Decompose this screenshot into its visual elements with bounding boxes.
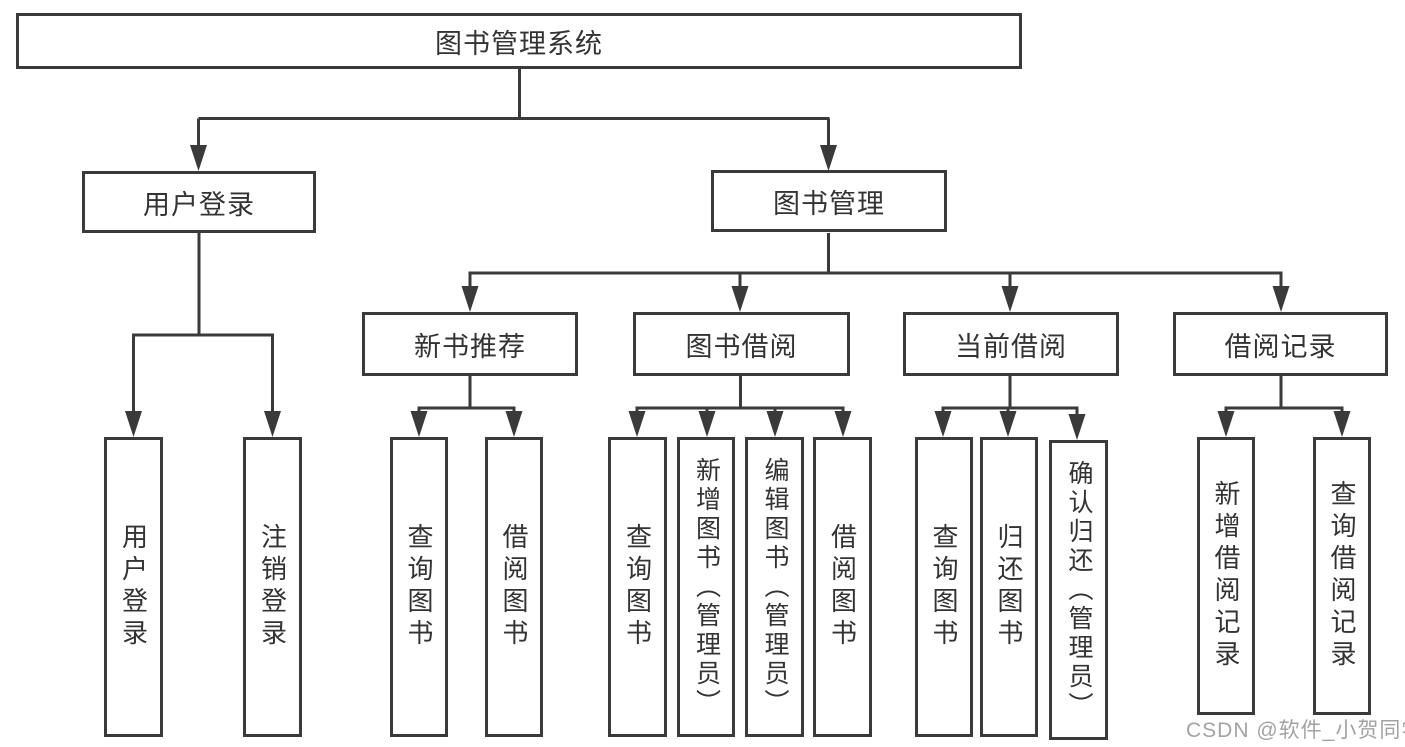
- node-new-book-recommend-label: 新书推荐: [414, 331, 526, 362]
- node-new-book-recommend: 新书推荐: [362, 312, 578, 376]
- csdn-watermark: CSDN @软件_小贺同学: [1186, 719, 1405, 742]
- leaf-return-book-label: 归还图书: [994, 523, 1024, 651]
- leaf-confirm-return-admin-label: 确认归还（管理员）: [1065, 459, 1093, 721]
- leaf-borrow-book-1-label: 借阅图书: [499, 523, 529, 651]
- leaf-query-borrow-record-label: 查询借阅记录: [1327, 480, 1357, 672]
- leaf-user-login-label: 用户登录: [118, 523, 149, 651]
- leaf-user-login: 用户登录: [104, 437, 163, 737]
- leaf-logout-login: 注销登录: [243, 437, 302, 737]
- leaf-return-book: 归还图书: [980, 437, 1038, 737]
- node-current-borrow-label: 当前借阅: [955, 331, 1067, 362]
- leaf-query-book-2: 查询图书: [608, 437, 667, 737]
- leaf-query-book-3: 查询图书: [915, 437, 973, 737]
- node-root-label: 图书管理系统: [435, 28, 603, 59]
- leaf-borrow-book-1: 借阅图书: [485, 437, 543, 737]
- leaf-add-book-admin: 新增图书（管理员）: [677, 437, 735, 737]
- node-current-borrow: 当前借阅: [903, 312, 1119, 376]
- node-user-login-label: 用户登录: [143, 189, 255, 220]
- leaf-borrow-book-2-label: 借阅图书: [827, 523, 858, 651]
- leaf-query-borrow-record: 查询借阅记录: [1313, 437, 1371, 715]
- node-borrow-record-label: 借阅记录: [1224, 331, 1337, 362]
- leaf-add-book-admin-label: 新增图书（管理员）: [692, 456, 721, 718]
- leaf-borrow-book-2: 借阅图书: [813, 437, 872, 737]
- node-book-borrow: 图书借阅: [633, 312, 850, 376]
- leaf-add-borrow-record: 新增借阅记录: [1197, 437, 1255, 715]
- leaf-edit-book-admin-label: 编辑图书（管理员）: [761, 456, 789, 718]
- leaf-add-borrow-record-label: 新增借阅记录: [1211, 480, 1241, 672]
- leaf-edit-book-admin: 编辑图书（管理员）: [745, 437, 804, 737]
- node-book-management: 图书管理: [711, 170, 947, 232]
- leaf-query-book-1: 查询图书: [390, 437, 448, 737]
- leaf-query-book-3-label: 查询图书: [929, 523, 959, 651]
- leaf-query-book-1-label: 查询图书: [404, 523, 434, 651]
- node-borrow-record: 借阅记录: [1173, 312, 1388, 376]
- node-user-login: 用户登录: [82, 171, 316, 233]
- leaf-confirm-return-admin: 确认归还（管理员）: [1049, 440, 1108, 740]
- arrowhead-icons: [125, 145, 1351, 440]
- node-root: 图书管理系统: [16, 13, 1022, 69]
- leaf-query-book-2-label: 查询图书: [622, 523, 653, 651]
- leaf-logout-login-label: 注销登录: [257, 523, 288, 651]
- node-book-borrow-label: 图书借阅: [685, 331, 798, 362]
- node-book-management-label: 图书管理: [773, 188, 885, 219]
